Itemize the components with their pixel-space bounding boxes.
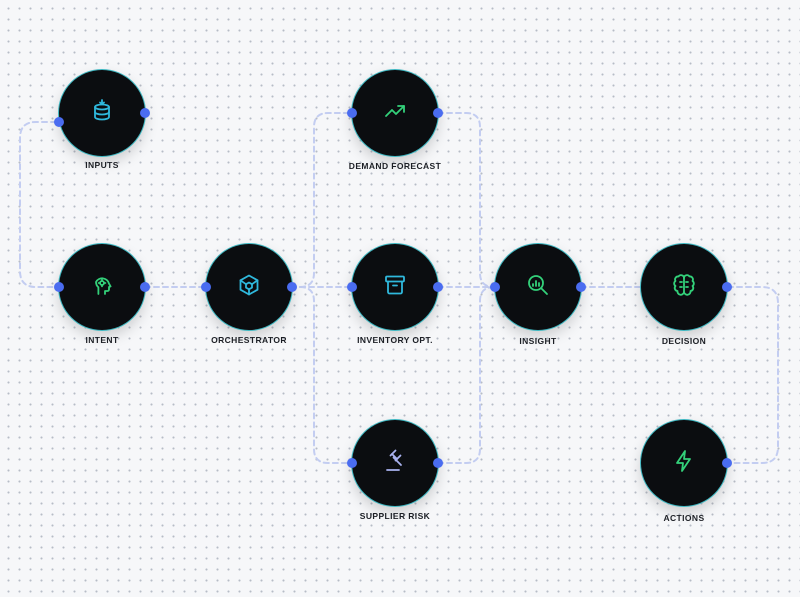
magnifier-chart-icon bbox=[526, 273, 550, 302]
input-port[interactable] bbox=[54, 117, 64, 127]
input-port[interactable] bbox=[347, 108, 357, 118]
input-port[interactable] bbox=[722, 458, 732, 468]
output-port[interactable] bbox=[722, 282, 732, 292]
output-port[interactable] bbox=[576, 282, 586, 292]
node-label-supplier-risk: SUPPLIER RISK bbox=[359, 511, 431, 521]
edge-orchestrator-supplier bbox=[290, 286, 351, 464]
node-decision[interactable] bbox=[641, 244, 732, 330]
output-port[interactable] bbox=[433, 108, 443, 118]
node-label-inputs: INPUTS bbox=[85, 160, 119, 170]
hexagon-cube-icon bbox=[237, 273, 261, 302]
node-inventory-opt[interactable] bbox=[347, 244, 443, 330]
node-inputs[interactable] bbox=[54, 70, 150, 156]
edge-supplier-insight bbox=[437, 286, 497, 464]
output-port[interactable] bbox=[140, 108, 150, 118]
node-demand-forecast[interactable] bbox=[347, 70, 443, 156]
node-actions[interactable] bbox=[641, 420, 732, 506]
trending-up-icon bbox=[383, 99, 407, 128]
input-port[interactable] bbox=[201, 282, 211, 292]
input-port[interactable] bbox=[490, 282, 500, 292]
node-label-intent: INTENT bbox=[85, 335, 119, 345]
output-port[interactable] bbox=[140, 282, 150, 292]
lightning-bolt-icon bbox=[672, 449, 696, 478]
node-label-orchestrator: ORCHESTRATOR bbox=[211, 335, 287, 345]
node-intent[interactable] bbox=[54, 244, 150, 330]
input-port[interactable] bbox=[54, 282, 64, 292]
edge-inputs-intent bbox=[19, 121, 57, 288]
node-label-decision: DECISION bbox=[661, 336, 707, 346]
node-label-actions: ACTIONS bbox=[663, 513, 705, 523]
node-orchestrator[interactable] bbox=[201, 244, 297, 330]
output-port[interactable] bbox=[287, 282, 297, 292]
database-download-icon bbox=[90, 98, 114, 128]
gavel-icon bbox=[383, 449, 407, 478]
edge-decision-actions bbox=[727, 286, 779, 464]
input-port[interactable] bbox=[347, 458, 357, 468]
brain-icon bbox=[672, 273, 696, 302]
edge-orchestrator-demand bbox=[290, 112, 351, 288]
node-label-insight: INSIGHT bbox=[519, 336, 557, 346]
node-label-demand-forecast: DEMAND FORECAST bbox=[348, 161, 442, 171]
output-port[interactable] bbox=[433, 282, 443, 292]
node-label-inventory-opt: INVENTORY OPT. bbox=[357, 335, 433, 345]
input-port[interactable] bbox=[347, 282, 357, 292]
output-port[interactable] bbox=[433, 458, 443, 468]
node-insight[interactable] bbox=[490, 244, 586, 330]
edge-demand-insight bbox=[437, 112, 497, 288]
head-gear-icon bbox=[90, 273, 114, 302]
archive-box-icon bbox=[383, 273, 407, 302]
node-supplier-risk[interactable] bbox=[347, 420, 443, 506]
